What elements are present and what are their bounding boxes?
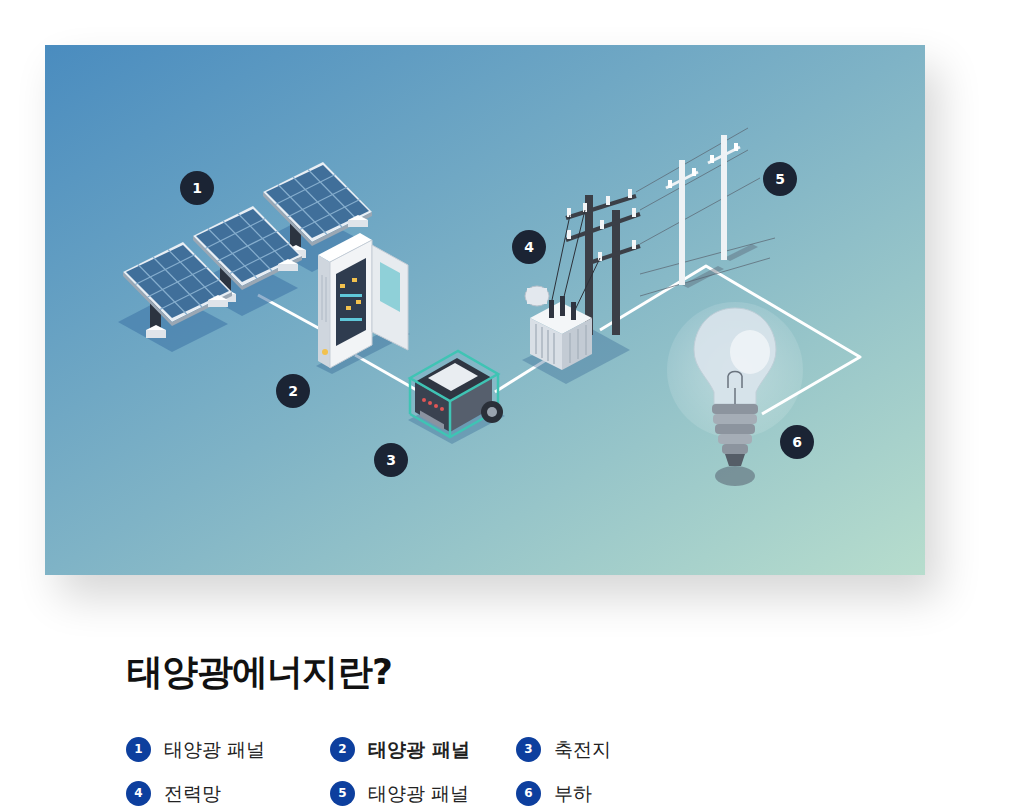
legend-text: 부하 xyxy=(554,781,592,807)
callout-number: 4 xyxy=(512,230,546,264)
callout-number: 5 xyxy=(763,162,797,196)
callout-number: 1 xyxy=(180,171,214,205)
legend-item: 5 태양광 패널 xyxy=(330,781,469,806)
legend-swatch: 3 xyxy=(516,737,541,762)
legend-number: 3 xyxy=(524,742,532,756)
legend-item: 1 태양광 패널 xyxy=(126,737,265,762)
legend-number: 5 xyxy=(338,786,346,800)
legend-number: 6 xyxy=(524,786,532,800)
legend-item: 3 축전지 xyxy=(516,737,611,762)
callout-number: 6 xyxy=(780,425,814,459)
legend-swatch: 6 xyxy=(516,781,541,806)
legend-number: 1 xyxy=(134,742,142,756)
callout-number: 3 xyxy=(374,443,408,477)
legend-swatch: 4 xyxy=(126,781,151,806)
legend-item: 2 태양광 패널 xyxy=(330,737,470,762)
diagram-title: 태양광에너지란? xyxy=(127,648,392,697)
legend-text: 태양광 패널 xyxy=(368,781,469,807)
callout-number: 2 xyxy=(276,374,310,408)
legend-number: 4 xyxy=(134,786,142,800)
legend-text: 태양광 패널 xyxy=(164,737,265,763)
legend-swatch: 5 xyxy=(330,781,355,806)
legend-text: 전력망 xyxy=(164,781,221,807)
legend-swatch: 2 xyxy=(330,737,355,762)
legend-number: 2 xyxy=(338,742,346,756)
legend-text: 축전지 xyxy=(554,737,611,763)
legend-swatch: 1 xyxy=(126,737,151,762)
legend-item: 4 전력망 xyxy=(126,781,221,806)
legend-item: 6 부하 xyxy=(516,781,592,806)
legend-text: 태양광 패널 xyxy=(368,737,470,763)
